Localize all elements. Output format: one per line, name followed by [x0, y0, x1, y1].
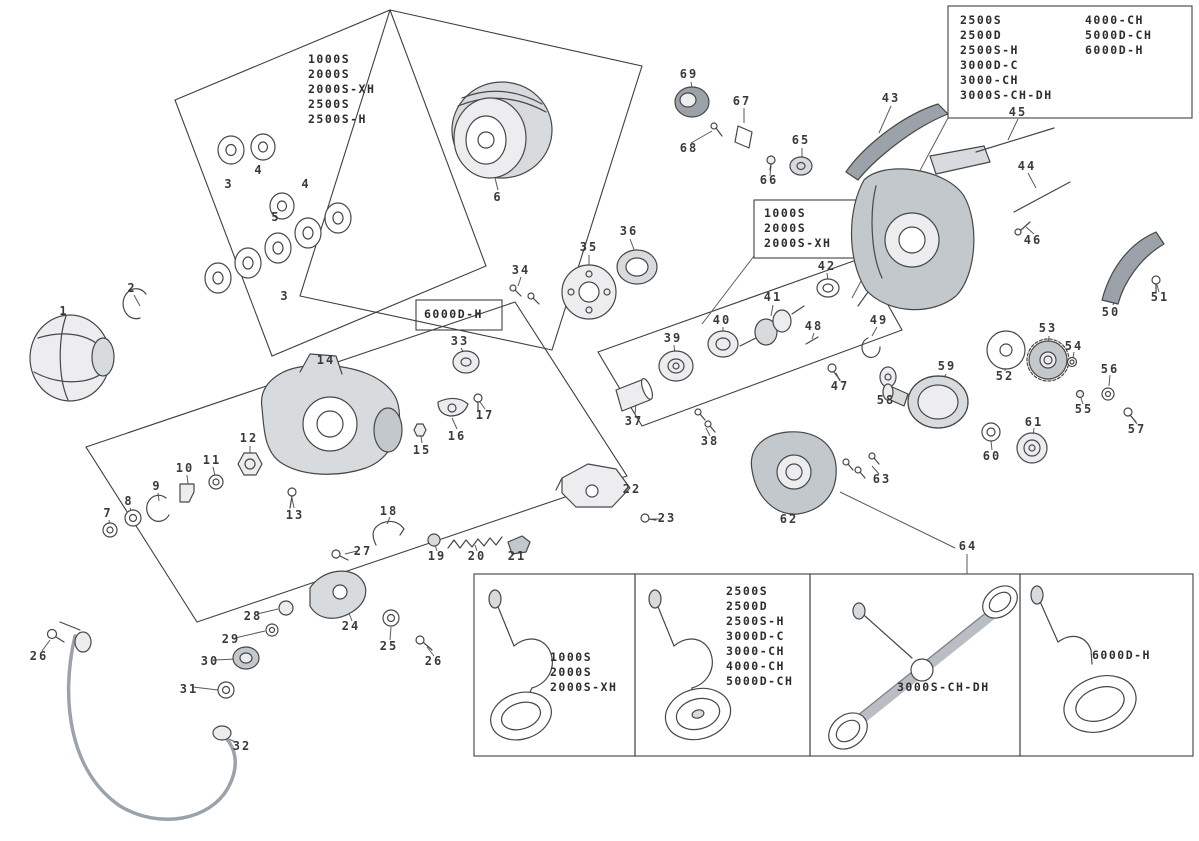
rotor-brake-drawing [555, 463, 657, 523]
oscillating-parts-drawing [615, 278, 881, 433]
handle-knob-parts-drawing [217, 549, 433, 699]
body-housing-drawing [261, 353, 483, 475]
handle-2500s-drawing [648, 589, 732, 741]
spool-drawing [451, 81, 553, 179]
small-body-parts-drawing [102, 452, 297, 538]
line-roller-parts-drawing [674, 86, 813, 176]
leader-lines [41, 81, 1160, 743]
handle-1000s-drawing [488, 589, 553, 741]
handle-panel-4-box [1019, 573, 1194, 757]
rotor-nut-parts-drawing [509, 249, 658, 320]
handle-double-drawing [828, 585, 1018, 750]
bail-wire-drawing [46, 621, 237, 821]
variant-washer-drawing [452, 350, 480, 374]
handle-panels [473, 573, 1194, 757]
group-boxes [85, 5, 1193, 623]
spring-set-drawing [372, 520, 531, 555]
retainer-clip-drawing [122, 288, 147, 320]
rotor-body-drawing [851, 145, 991, 311]
bail-arm-lever-drawing [845, 103, 949, 181]
bail-support-drawing [1101, 231, 1165, 305]
handle-6000dh-drawing [1030, 585, 1137, 733]
bail-rods-drawing [975, 127, 1071, 236]
gear-train-drawing [879, 330, 1137, 464]
drag-washers-drawing [204, 133, 352, 294]
side-cover-drawing [750, 431, 880, 515]
drag-knob-drawing [29, 314, 115, 402]
